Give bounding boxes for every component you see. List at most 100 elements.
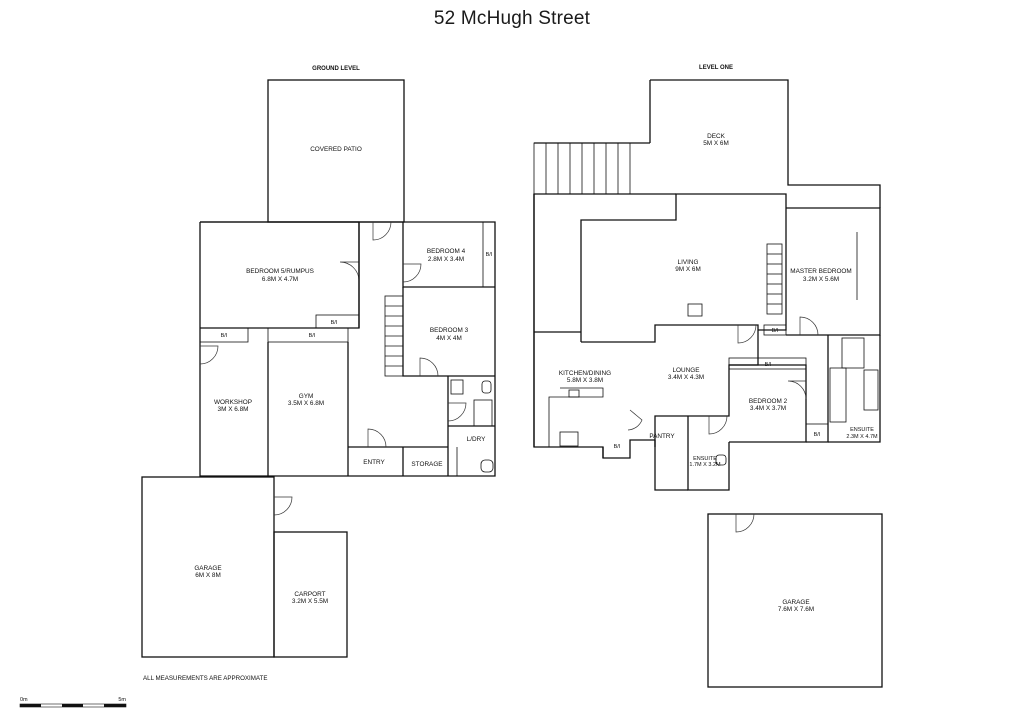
builtin-lvl-c-label: B/I xyxy=(765,362,772,368)
bedroom2-size: 3.4M X 3.7M xyxy=(750,405,786,412)
builtin-lvl-d-label: B/I xyxy=(814,432,821,438)
workshop-size: 3M X 6.8M xyxy=(218,406,249,413)
builtin-lvl-a-label: B/I xyxy=(772,328,779,334)
stair-treads xyxy=(385,305,403,367)
bedroom2-name: BEDROOM 2 xyxy=(749,398,788,405)
ground-level-heading: GROUND LEVEL xyxy=(312,66,360,72)
ensuite-size: 2.3M X 4.7M xyxy=(846,434,878,440)
kitchen-name: KITCHEN/DINING xyxy=(559,370,611,377)
door-swing xyxy=(799,316,819,336)
ext-stair-treads xyxy=(545,143,619,194)
builtin-b-label: B/I xyxy=(309,333,316,339)
ground-garage-size: 6M X 8M xyxy=(195,572,221,579)
door-swing xyxy=(627,409,643,431)
pantry-lower xyxy=(654,440,688,491)
door-swing xyxy=(737,324,757,344)
door-swing xyxy=(447,402,467,422)
internal-stairs xyxy=(766,243,783,315)
builtin-lvl-b-label: B/I xyxy=(614,444,621,450)
door-swing xyxy=(787,380,807,400)
vanity xyxy=(829,367,847,423)
door-swing xyxy=(339,261,360,282)
door-swing xyxy=(372,221,392,241)
scale-end: 5m xyxy=(118,697,126,703)
bedroom3-walls xyxy=(402,287,495,377)
lounge-name: LOUNGE xyxy=(673,367,700,374)
master-size: 3.2M X 5.6M xyxy=(803,276,839,283)
ensuite-wall xyxy=(806,335,829,443)
gym-size: 3.5M X 6.8M xyxy=(288,400,324,407)
door-swing xyxy=(419,357,439,377)
measurements-note: ALL MEASUREMENTS ARE APPROXIMATE xyxy=(143,675,267,682)
pantry-walls xyxy=(602,439,655,459)
entry-label: ENTRY xyxy=(363,459,385,466)
bath xyxy=(863,369,879,411)
small-ensuite-size: 1.7M X 3.2M xyxy=(689,462,721,468)
small-ensuite-walls xyxy=(687,416,730,491)
living-name: LIVING xyxy=(678,259,699,266)
lounge-walls xyxy=(581,324,759,447)
scale-bar xyxy=(19,703,127,708)
deck-walls xyxy=(650,79,881,208)
covered-patio-label: COVERED PATIO xyxy=(310,146,362,153)
door-swing xyxy=(273,496,293,516)
builtin-d-label: B/I xyxy=(486,252,493,258)
l1-garage-size: 7.6M X 7.6M xyxy=(778,606,814,613)
bedroom5-size: 6.8M X 4.7M xyxy=(262,276,298,283)
shower xyxy=(841,337,865,369)
bedroom5-name: BEDROOM 5/RUMPUS xyxy=(246,268,314,275)
living-size: 9M X 6M xyxy=(675,266,701,273)
carport-size: 3.2M X 5.5M xyxy=(292,598,328,605)
builtin-c-label: B/I xyxy=(331,320,338,326)
basin xyxy=(450,379,464,395)
bedroom4-size: 2.8M X 3.4M xyxy=(428,256,464,263)
lounge-size: 3.4M X 4.3M xyxy=(668,374,704,381)
ground-outline xyxy=(199,221,496,477)
pantry-label: PANTRY xyxy=(649,433,675,440)
scale-start: 0m xyxy=(20,697,28,703)
fireplace xyxy=(687,303,703,317)
workshop-name: WORKSHOP xyxy=(214,399,252,406)
page-title: 52 McHugh Street xyxy=(433,8,591,29)
door-swing xyxy=(199,345,219,365)
shower xyxy=(473,399,493,427)
bedroom5-walls xyxy=(200,221,360,329)
level-one-garage xyxy=(707,513,883,688)
bedroom2-walls xyxy=(729,364,807,443)
bedroom3-name: BEDROOM 3 xyxy=(430,327,469,334)
door-swing xyxy=(367,428,387,448)
builtin-b xyxy=(267,327,349,343)
ensuite-outer xyxy=(828,335,881,443)
cooktop xyxy=(559,431,579,447)
storage-label: STORAGE xyxy=(411,461,442,468)
deck-name: DECK xyxy=(707,133,725,140)
kitchen-size: 5.8M X 3.8M xyxy=(567,377,603,384)
ground-garage-name: GARAGE xyxy=(194,565,221,572)
ensuite-name: ENSUITE xyxy=(850,427,874,433)
bedroom3-size: 4M X 4M xyxy=(436,335,462,342)
laundry-label: L/DRY xyxy=(467,436,486,443)
l1-garage-name: GARAGE xyxy=(782,599,809,606)
door-swing xyxy=(708,415,728,435)
door-swing xyxy=(735,513,755,533)
small-ensuite-name: ENSUITE xyxy=(693,456,717,462)
toilet xyxy=(481,380,492,394)
builtin-d xyxy=(482,221,496,288)
kitchen-bench xyxy=(548,387,604,447)
builtin-a-label: B/I xyxy=(221,333,228,339)
door-swing xyxy=(402,263,422,283)
builtin-lvl-d xyxy=(805,423,829,443)
builtin-a xyxy=(199,327,249,343)
deck-size: 5M X 6M xyxy=(703,140,729,147)
builtin-lvl-c xyxy=(728,357,807,370)
master-walls xyxy=(786,207,881,336)
builtin-c xyxy=(315,314,360,329)
laundry-tub xyxy=(480,459,494,473)
carport xyxy=(273,531,348,658)
bedroom4-name: BEDROOM 4 xyxy=(427,248,466,255)
int-stair-treads xyxy=(767,253,782,305)
level-one-heading: LEVEL ONE xyxy=(699,65,733,71)
gym-name: GYM xyxy=(299,393,314,400)
sink xyxy=(568,389,580,398)
